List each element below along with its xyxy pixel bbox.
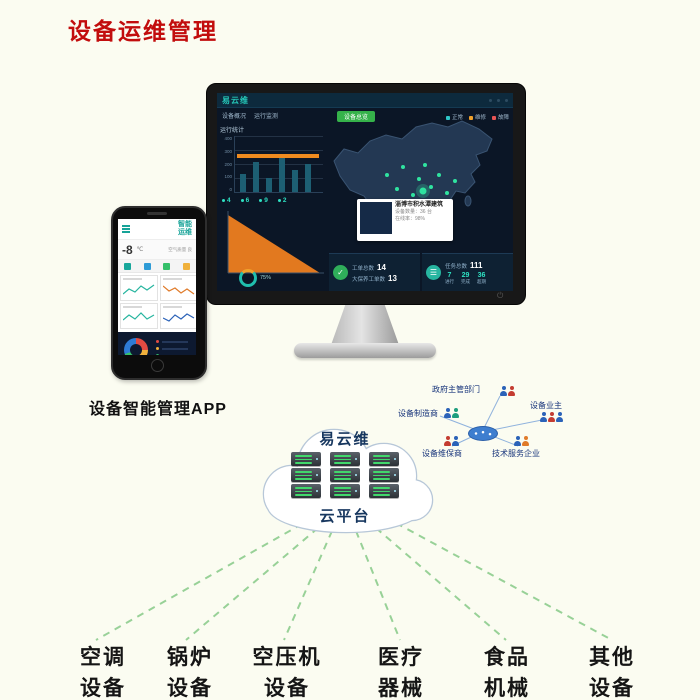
threshold-line [237,154,319,158]
hamburger-menu-icon[interactable] [122,225,130,233]
workorder-stat-panel: ✓ 工单总数 14 大保养工单数 13 [329,253,420,291]
legend-dot-normal [445,115,450,120]
network-label-techservice: 技术服务企业 [492,449,540,458]
dashboard-header: 易云维 [217,93,513,108]
bar-chart: 运行统计 400 300 200 100 0 [220,125,330,193]
dashboard-screen: 易云维 设备概况 运行监测 设备总览 正常 维修 故障 运行统计 400 300… [217,93,513,291]
sparkline-icon [122,284,155,295]
temperature-unit: ℃ [136,247,144,253]
menu-icon-3[interactable] [163,262,171,270]
power-icon[interactable]: ⏻ [497,291,504,300]
home-button[interactable] [151,359,164,372]
manufacturer-people-icon [444,408,459,418]
building-popup-line1: 设备数量：36 台 [395,209,432,215]
bar-chart-plot [234,136,323,193]
server-stack-icon [330,452,360,498]
building-popup-line2: 在线率：98% [395,215,426,222]
category-air-compressor: 空压机设备 [252,646,322,700]
sparkline-icon [162,285,195,295]
cloud-platform-label: 云平台 [319,508,371,525]
app-menu-row [118,260,196,273]
sparkline-card[interactable] [160,275,196,301]
gauge: 75% [239,269,271,287]
legend-dot-repair [468,115,473,120]
mini-stats-row: 4 6 9 2 [222,197,287,204]
category-medical: 医疗器械 [378,646,424,700]
maintenance-people-icon [444,436,459,446]
gauge-value: 75% [260,275,272,281]
workorder-icon: ✓ [333,265,348,280]
server-stack-icon [369,452,399,498]
category-food-machinery: 食品机械 [484,646,530,700]
dashboard-stats-bar: ✓ 工单总数 14 大保养工单数 13 ☰ 任务总数 [329,253,513,291]
building-thumbnail [360,202,392,234]
gauge-ring-icon [239,269,257,287]
dashboard-subnav: 设备概况 运行监测 [222,111,278,120]
sparkline-card[interactable] [120,303,158,329]
legend-fault: 故障 [491,113,509,121]
category-air-conditioning: 空调设备 [80,646,126,700]
temperature-value: -8 [122,242,133,257]
overview-button[interactable]: 设备总览 [337,111,375,122]
legend-bars [156,340,188,355]
cloud-brand: 易云维 [319,431,371,448]
building-popup-title: 淄博市积水潭建筑 [395,202,444,208]
phone-speaker [147,212,167,215]
area-chart [227,211,324,274]
page-title: 设备运维管理 [68,18,218,44]
menu-icon-1[interactable] [124,262,132,270]
legend-normal: 正常 [445,113,463,121]
subnav-item[interactable]: 运行监测 [254,114,279,120]
legend-dot-fault [491,115,496,120]
phone-caption: 设备智能管理APP [89,401,227,418]
weather-note: 空气质量 良 [168,246,192,252]
government-people-icon [500,386,515,396]
bar-chart-title: 运行统计 [220,128,245,134]
dashboard-menu-dots-icon [489,98,508,102]
app-title: 智能 运维 [178,221,192,236]
phone-screen: 智能 运维 -8 ℃ 空气质量 良 [118,219,196,355]
stakeholder-network: 政府主管部门 设备制造商 设备业主 设备维保商 技术服务企业 [396,384,572,480]
owner-people-icon [540,412,563,422]
menu-icon-2[interactable] [143,262,151,270]
techservice-people-icon [514,436,529,446]
status-legend: 正常 维修 故障 [445,113,509,121]
bar-chart-yaxis: 400 300 200 100 0 [224,136,232,192]
weather-strip: -8 ℃ 空气质量 良 [118,240,196,260]
sparkline-icon [122,312,155,321]
category-boiler: 锅炉设备 [167,646,213,700]
app-dark-panel [118,332,196,355]
donut-chart-icon [124,338,148,355]
sparkline-card[interactable] [160,303,196,329]
legend-repair: 维修 [468,113,486,121]
network-label-government: 政府主管部门 [432,385,480,394]
network-label-maintenance: 设备维保商 [422,449,462,458]
network-label-owner: 设备业主 [530,401,562,410]
sparkline-icon [162,313,195,322]
menu-icon-4[interactable] [182,262,190,270]
china-map [333,120,493,231]
dashboard-brand-logo: 易云维 [222,95,249,105]
task-icon: ☰ [426,265,441,280]
server-stack-icon [291,452,321,498]
sparkline-card[interactable] [120,275,158,301]
server-cluster [246,452,444,498]
app-card-grid [118,273,196,331]
meeting-table-icon [468,426,498,441]
network-label-manufacturer: 设备制造商 [398,409,438,418]
app-header: 智能 运维 [118,219,196,240]
subnav-item[interactable]: 设备概况 [222,114,247,120]
monitor-base [294,343,436,358]
cloud-platform: 易云维 云平台 [246,408,444,544]
category-other: 其他设备 [589,646,635,700]
building-popup-card[interactable]: 淄博市积水潭建筑 设备数量：36 台 在线率：98% [357,199,453,241]
